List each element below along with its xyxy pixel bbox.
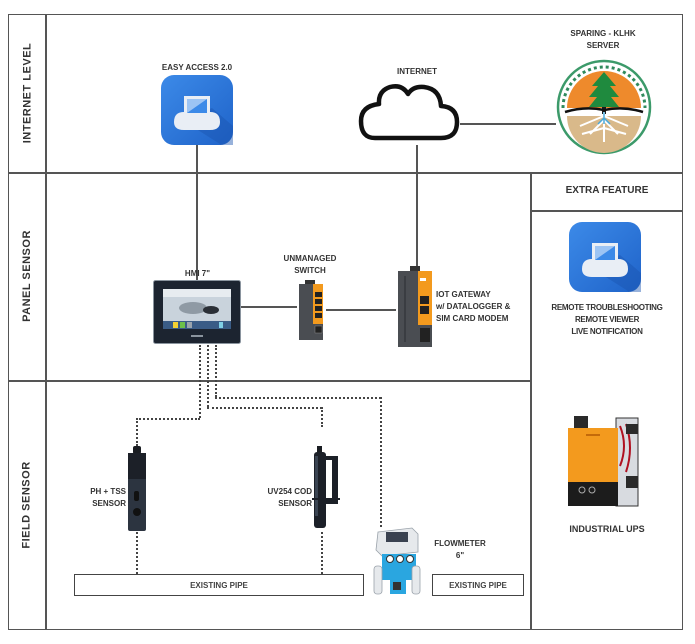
cable-flow-vertical-1 [215,345,217,397]
server-label-line1: SPARING - KLHK [570,29,636,38]
ph-tss-sensor-image [126,446,148,532]
uv254-label-line2: SENSOR [278,499,312,508]
row-divider-internet-panel [8,172,683,174]
link-hmi-switch [240,306,297,308]
klhk-server-logo-icon [555,58,653,156]
link-easyaccess-hmi [196,140,198,280]
row-divider-panel-field [8,380,530,382]
existing-pipe-main: EXISTING PIPE [74,574,364,596]
cloud-icon [355,78,463,144]
cable-uv-vertical-2 [321,407,323,427]
diagram-frame [8,14,683,630]
easy-access-app-icon [160,74,234,146]
ph-tss-label-line1: PH + TSS [90,487,126,496]
gateway-label-line2: w/ DATALOGGER & [436,302,511,311]
server-label-line2: SERVER [586,41,620,50]
unmanaged-switch-image [297,280,327,342]
hmi-label: HMI 7" [184,269,211,278]
cable-ph-horizontal [136,418,200,420]
cable-flow-vertical-2 [380,397,382,527]
link-internet-gateway [416,145,418,275]
cable-ph-pipe [136,532,138,574]
switch-label-line1: UNMANAGED [283,254,337,263]
easy-access-label: EASY ACCESS 2.0 [161,63,233,72]
cable-uv-horizontal [207,407,322,409]
extra-feature-column-divider [530,172,532,630]
remote-feature-line1: REMOTE TROUBLESHOOTING [551,303,663,312]
ph-tss-label-line2: SENSOR [92,499,126,508]
industrial-ups-image [566,414,642,510]
cable-flow-horizontal [215,397,381,399]
row-label-panel-sensor: PANEL SENSOR [21,230,33,322]
remote-access-app-icon [568,221,642,293]
cable-uv-vertical-1 [207,345,209,407]
internet-label: INTERNET [397,67,437,76]
iot-gateway-image [396,266,434,348]
label-column-divider [45,14,47,630]
extra-feature-header: EXTRA FEATURE [565,185,649,196]
link-internet-server [460,123,556,125]
remote-feature-line2: REMOTE VIEWER [574,315,640,324]
row-label-internet-level: INTERNET LEVEL [21,42,34,144]
flowmeter-image [372,526,422,596]
uv254-label-line1: UV254 COD [267,487,312,496]
gateway-label-line1: IOT GATEWAY [436,290,491,299]
row-label-field-sensor: FIELD SENSOR [21,461,34,549]
cable-ph-vertical-1 [199,345,201,418]
link-switch-gateway [326,309,396,311]
uv254-cod-sensor-image [312,446,342,528]
flowmeter-label-line1: FLOWMETER [434,539,486,548]
extra-feature-header-divider [530,210,683,212]
flowmeter-label-line2: 6" [455,551,465,560]
industrial-ups-label: INDUSTRIAL UPS [569,524,645,534]
cable-ph-vertical-2 [136,418,138,446]
gateway-label-line3: SIM CARD MODEM [436,314,509,323]
hmi-touch-panel-image [153,280,241,344]
switch-label-line2: SWITCH [294,266,326,275]
remote-feature-line3: LIVE NOTIFICATION [571,327,643,336]
existing-pipe-right: EXISTING PIPE [432,574,524,596]
cable-uv-pipe [321,532,323,574]
